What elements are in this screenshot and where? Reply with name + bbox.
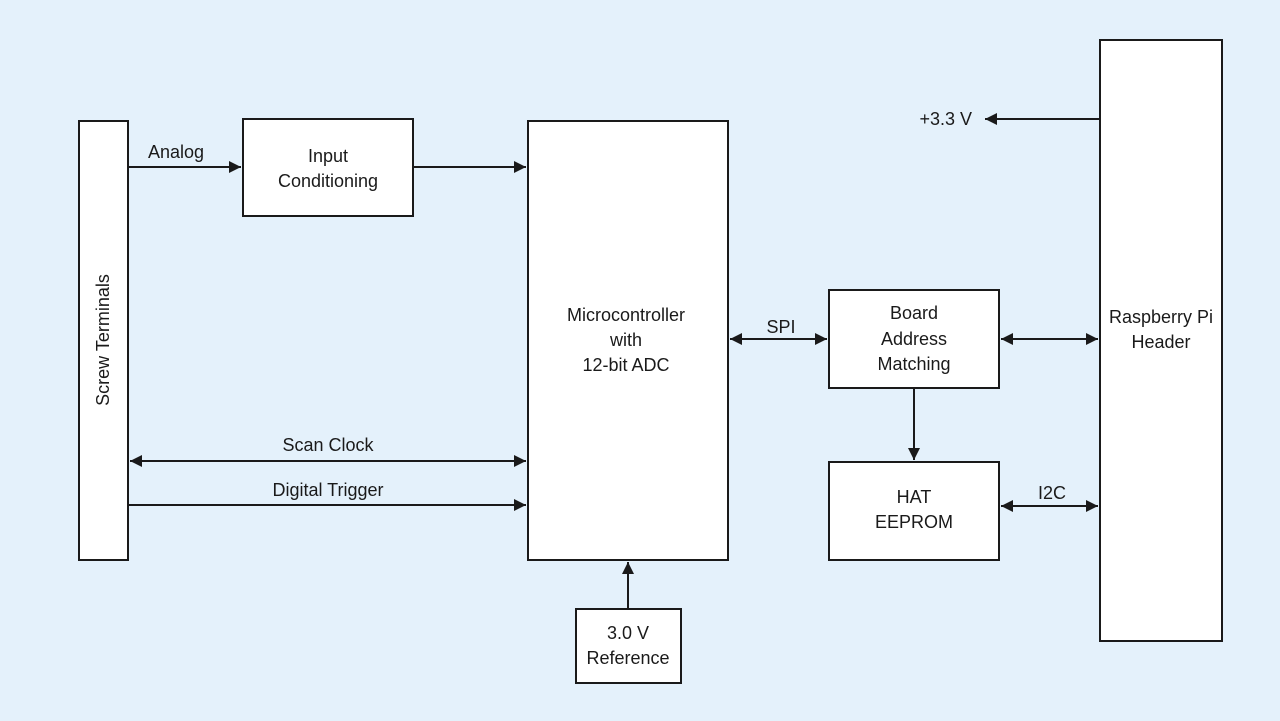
board-address-matching-block: Board Address Matching	[828, 289, 1000, 389]
microcontroller-label-line2: with	[609, 330, 642, 350]
screw-terminals-block: Screw Terminals	[78, 120, 129, 561]
microcontroller-label-line1: Microcontroller	[567, 305, 685, 325]
raspberry-pi-header-block: Raspberry Pi Header	[1099, 39, 1223, 642]
screw-terminals-label: Screw Terminals	[93, 274, 113, 406]
power-label: +3.3 V	[919, 109, 972, 129]
input-conditioning-label-line2: Conditioning	[278, 171, 378, 191]
microcontroller-block: Microcontroller with 12-bit ADC	[527, 120, 729, 561]
hat-eeprom-block: HAT EEPROM	[828, 461, 1000, 561]
reference-block: 3.0 V Reference	[575, 608, 682, 684]
input-conditioning-label-line1: Input	[308, 146, 348, 166]
reference-label-line2: Reference	[586, 648, 669, 668]
rpi-header-label-line2: Header	[1131, 332, 1190, 352]
rpi-header-label-line1: Raspberry Pi	[1109, 307, 1213, 327]
scan-clock-label: Scan Clock	[282, 435, 374, 455]
microcontroller-label-line3: 12-bit ADC	[582, 355, 669, 375]
board-address-label-line1: Board	[890, 303, 938, 323]
i2c-label: I2C	[1038, 483, 1066, 503]
board-address-label-line3: Matching	[877, 354, 950, 374]
reference-label-line1: 3.0 V	[607, 623, 649, 643]
hat-eeprom-label-line1: HAT	[897, 487, 932, 507]
digital-trigger-label: Digital Trigger	[272, 480, 383, 500]
spi-label: SPI	[766, 317, 795, 337]
board-address-label-line2: Address	[881, 329, 947, 349]
input-conditioning-block: Input Conditioning	[242, 118, 414, 217]
analog-label: Analog	[148, 142, 204, 162]
hat-eeprom-label-line2: EEPROM	[875, 512, 953, 532]
